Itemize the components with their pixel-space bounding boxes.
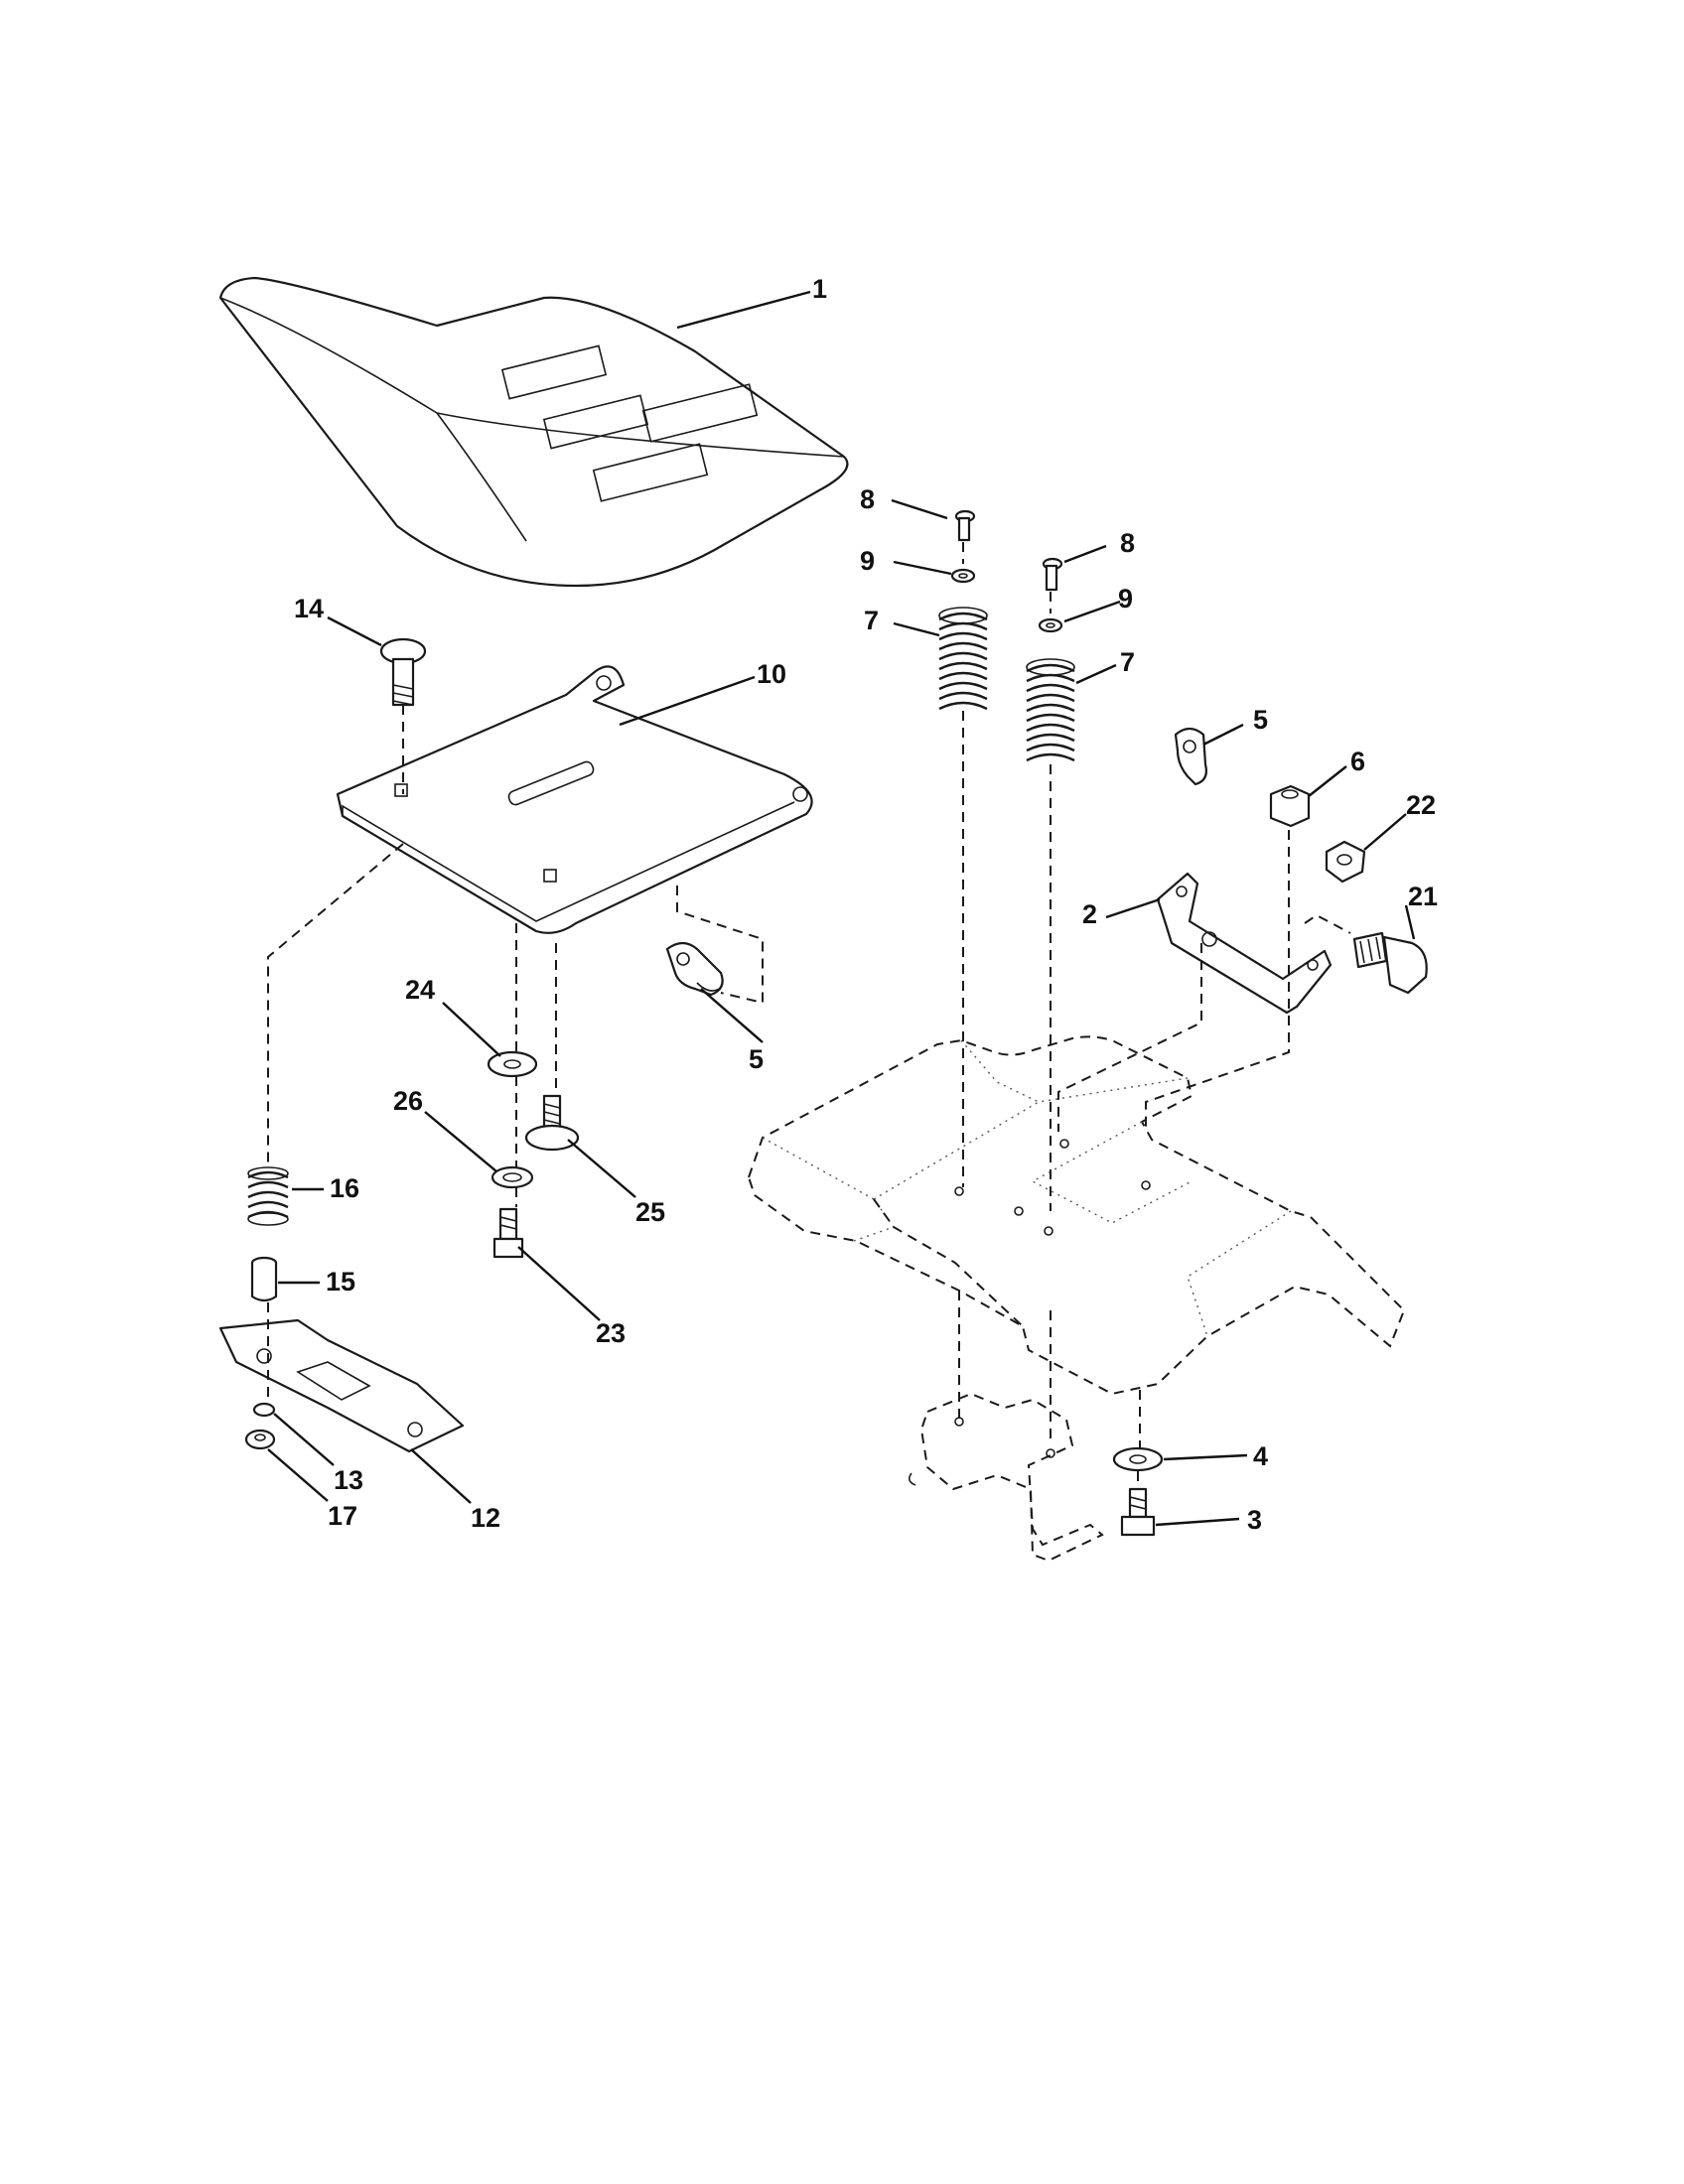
callout-5-left: 5 [749, 1044, 764, 1074]
hex-bolt-23 [492, 1207, 524, 1259]
callout-23: 23 [596, 1318, 626, 1348]
flat-washer-13 [252, 1402, 276, 1418]
lock-washer [491, 1165, 534, 1189]
seat-pan [336, 665, 813, 934]
callout-15: 15 [326, 1267, 355, 1297]
carriage-bolt [379, 637, 427, 707]
seat-adjust-bracket [218, 1318, 465, 1453]
callout-4: 4 [1253, 1441, 1268, 1471]
seat-switch-clip-left [665, 941, 724, 997]
callout-9-left: 9 [860, 546, 875, 576]
spring-set-left [938, 509, 988, 711]
callout-17: 17 [328, 1501, 357, 1531]
mounting-bracket-2 [1156, 872, 1333, 1015]
callout-2: 2 [1082, 899, 1097, 929]
callout-16: 16 [330, 1173, 359, 1203]
compression-spring [247, 1166, 289, 1226]
callout-10: 10 [757, 659, 786, 689]
callout-5-right: 5 [1253, 705, 1268, 735]
callout-labels: 1 8 8 9 9 7 7 10 14 5 6 22 2 21 5 24 26 … [294, 274, 1438, 1535]
hex-bolt-3 [1120, 1487, 1156, 1537]
callout-1: 1 [812, 274, 827, 304]
assembly-lines-left [267, 705, 764, 1404]
callout-3: 3 [1247, 1505, 1262, 1535]
flat-washer [487, 1050, 538, 1078]
callout-8-right: 8 [1120, 528, 1135, 558]
callout-7-right: 7 [1120, 647, 1135, 677]
callout-24: 24 [405, 975, 435, 1005]
callout-7-left: 7 [864, 606, 879, 635]
shoulder-screw [524, 1094, 580, 1152]
tractor-frame-phantom [747, 1035, 1406, 1396]
callout-9-right: 9 [1118, 584, 1133, 614]
callout-14: 14 [294, 594, 324, 623]
callout-8-left: 8 [860, 484, 875, 514]
callout-22: 22 [1406, 790, 1436, 820]
flat-washer-4 [1112, 1446, 1164, 1472]
leader-lines [267, 290, 1416, 1527]
callout-12: 12 [471, 1503, 500, 1533]
hex-nut-22 [1325, 840, 1366, 884]
callout-25: 25 [635, 1197, 665, 1227]
hex-nut-17 [244, 1429, 276, 1450]
callout-13: 13 [334, 1465, 363, 1495]
callout-26: 26 [393, 1086, 423, 1116]
spacer [250, 1256, 278, 1302]
lower-bracket-phantom [908, 1392, 1104, 1563]
shoulder-bolt-21 [1352, 931, 1428, 995]
seat-switch-clip-right [1174, 727, 1207, 786]
callout-6: 6 [1350, 747, 1365, 776]
lock-nut-6 [1269, 784, 1311, 828]
seat [218, 276, 849, 588]
spring-set-right [1026, 557, 1075, 762]
callout-21: 21 [1408, 882, 1438, 911]
